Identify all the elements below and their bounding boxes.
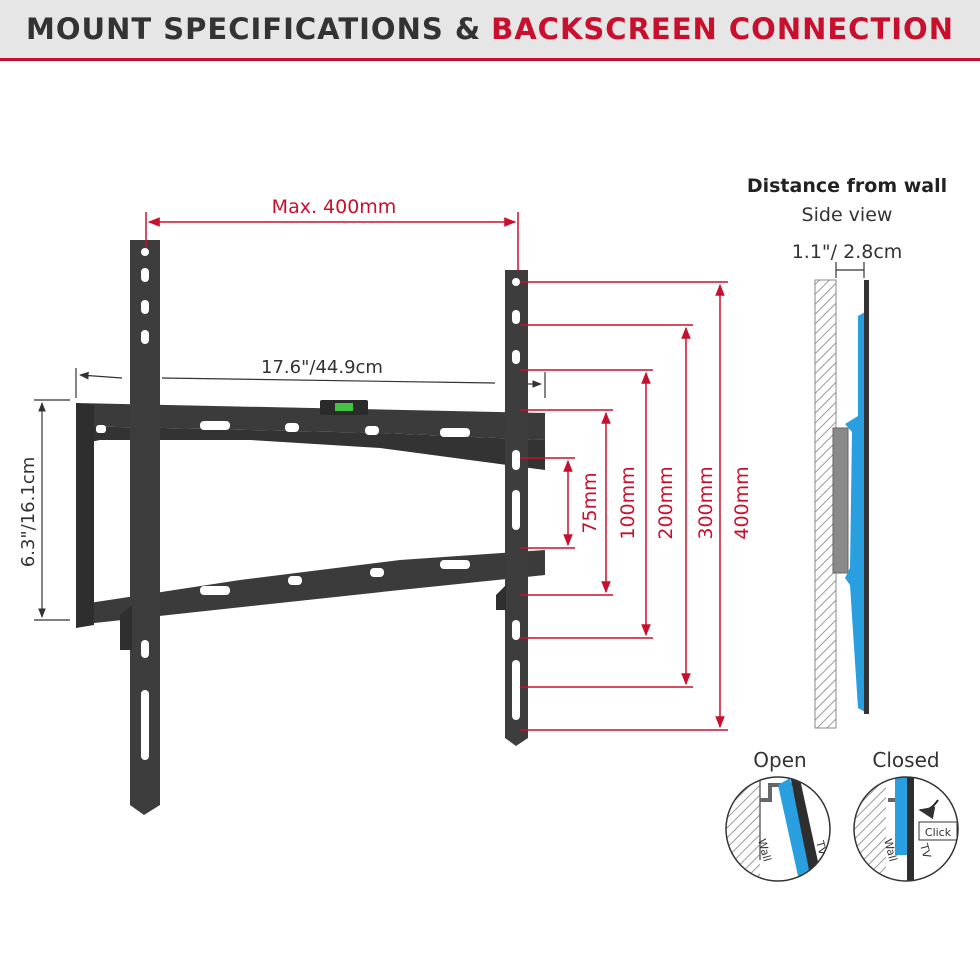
vesa-100-label: 100mm — [617, 466, 639, 539]
mount-width-label: 17.6"/44.9cm — [261, 357, 383, 378]
top-rail-lower — [76, 426, 545, 470]
mount-plate-side — [832, 427, 849, 574]
page-header: MOUNT SPECIFICATIONS & BACKSCREEN CONNEC… — [0, 0, 980, 61]
wall-bracket — [76, 240, 545, 815]
dim-mount-width: 17.6"/44.9cm — [75, 357, 546, 398]
bubble-level — [320, 400, 368, 415]
header-title-part2: BACKSCREEN CONNECTION — [491, 12, 954, 46]
open-label: Open — [753, 748, 806, 772]
vesa-400-label: 400mm — [731, 466, 753, 539]
left-arm — [130, 240, 160, 815]
side-view-subtitle: Side view — [802, 204, 893, 226]
dim-max-width: Max. 400mm — [145, 196, 519, 272]
open-wall-text: Wall — [755, 837, 774, 863]
closed-wall-text: Wall — [881, 837, 900, 863]
vesa-75-label: 75mm — [579, 472, 601, 533]
bottom-rail — [76, 550, 545, 625]
arm-holes — [141, 248, 520, 760]
dim-mount-height: 6.3"/16.1cm — [18, 399, 70, 621]
tv-back-side — [845, 312, 865, 712]
left-end-cap — [76, 403, 94, 628]
header-title-part1: MOUNT SPECIFICATIONS & — [26, 12, 482, 46]
tv-panel-side — [864, 280, 869, 714]
max-width-label: Max. 400mm — [272, 196, 397, 218]
click-arrow-icon — [918, 799, 939, 820]
wall-distance-label: 1.1"/ 2.8cm — [792, 241, 903, 263]
vesa-200-label: 200mm — [655, 466, 677, 539]
side-view-title: Distance from wall — [747, 175, 947, 197]
closed-tv-text: TV — [917, 841, 934, 860]
vesa-dims — [520, 281, 728, 731]
detail-open: Open Wall TV — [725, 748, 831, 882]
detail-closed: Closed Wall TV Click — [853, 748, 959, 882]
rail-slots — [96, 421, 470, 598]
vesa-300-label: 300mm — [695, 466, 717, 539]
mount-height-label: 6.3"/16.1cm — [18, 457, 39, 567]
side-view: Distance from wall Side view 1.1"/ 2.8cm — [747, 175, 947, 729]
top-rail — [76, 403, 545, 440]
closed-label: Closed — [872, 748, 939, 772]
click-label: Click — [925, 826, 952, 839]
